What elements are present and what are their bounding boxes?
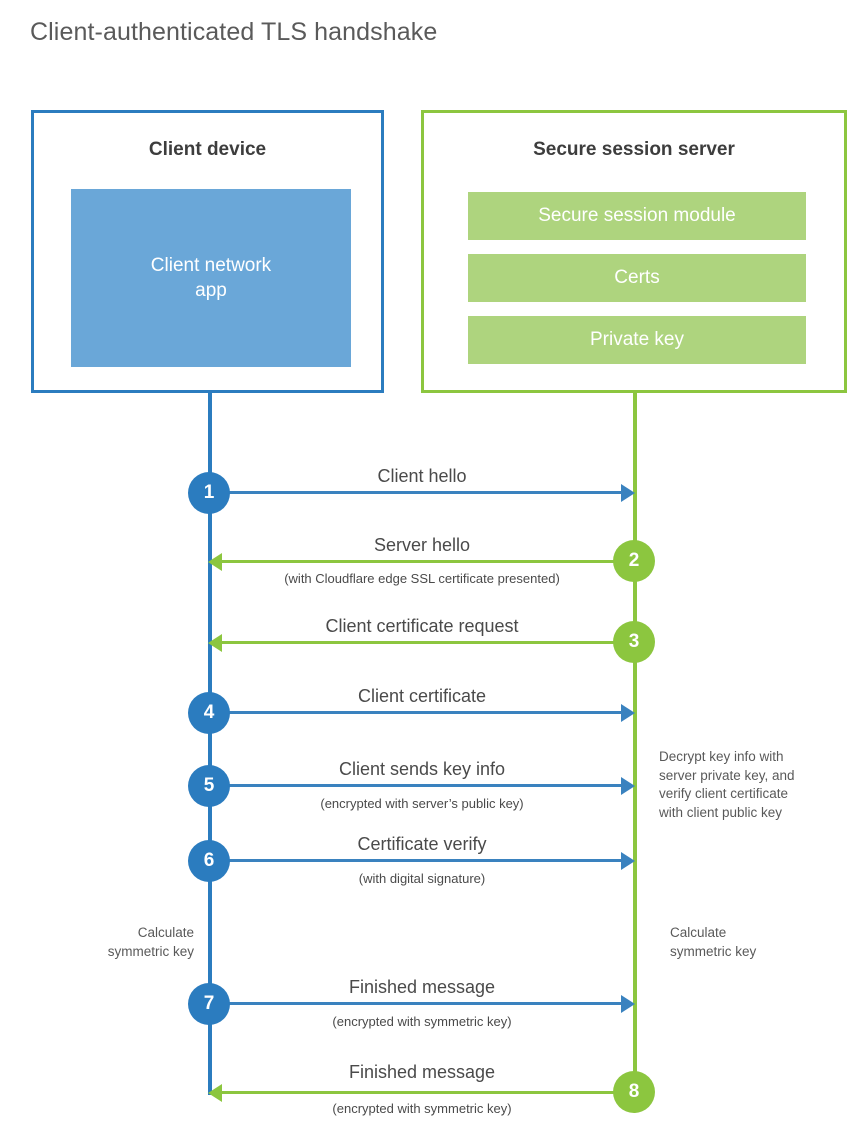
note-calc-right-line1: Calculate <box>670 925 727 940</box>
step-marker-8[interactable]: 8 <box>613 1071 655 1113</box>
client-app-label-line1: Client network <box>150 254 272 276</box>
server-component-private-key: Private key <box>468 316 806 364</box>
note-decrypt-line4: with client public key <box>659 804 783 820</box>
server-component-secure-session-module: Secure session module <box>468 192 806 240</box>
client-app-label-line2: app <box>195 280 227 301</box>
message-8-sublabel: (encrypted with symmetric key) <box>332 1101 512 1116</box>
message-5-sublabel: (encrypted with server’s public key) <box>320 796 524 811</box>
message-1-label: Client hello <box>377 466 467 486</box>
client-lifeline <box>208 391 212 1095</box>
message-7-label: Finished message <box>348 977 496 997</box>
note-calc-left-line2: symmetric key <box>107 943 194 959</box>
note-decrypt-key-info: Decrypt key info with server private key… <box>659 748 839 823</box>
message-3-label: Client certificate request <box>325 616 519 636</box>
client-network-app-block: Client network app <box>71 189 351 367</box>
message-2-sublabel: (with Cloudflare edge SSL certificate pr… <box>284 571 560 586</box>
note-calculate-symmetric-key-client: Calculate symmetric key <box>18 924 194 961</box>
step-marker-3[interactable]: 3 <box>613 621 655 663</box>
message-5-label: Client sends key info <box>338 759 506 779</box>
message-4-label: Client certificate <box>357 686 487 706</box>
step-marker-2[interactable]: 2 <box>613 540 655 582</box>
note-decrypt-line2: server private key, and <box>659 767 795 783</box>
message-7-sublabel: (encrypted with symmetric key) <box>332 1014 512 1029</box>
note-calc-left-line1: Calculate <box>137 925 194 940</box>
message-6-sublabel: (with digital signature) <box>358 871 486 886</box>
message-8-label: Finished message <box>348 1062 496 1082</box>
note-decrypt-line3: verify client certificate <box>659 786 789 802</box>
note-calculate-symmetric-key-server: Calculate symmetric key <box>670 924 850 961</box>
step-marker-7[interactable]: 7 <box>188 983 230 1025</box>
step-marker-6[interactable]: 6 <box>188 840 230 882</box>
message-6-label: Certificate verify <box>357 834 487 854</box>
server-lifeline <box>633 391 637 1093</box>
note-decrypt-line1: Decrypt key info with <box>659 749 784 764</box>
step-marker-1[interactable]: 1 <box>188 472 230 514</box>
message-2-label: Server hello <box>373 535 471 555</box>
note-calc-right-line2: symmetric key <box>670 943 757 959</box>
secure-session-server-box: Secure session server Secure session mod… <box>421 110 847 393</box>
client-device-title: Client device <box>148 139 267 160</box>
server-component-certs: Certs <box>468 254 806 302</box>
client-device-box: Client device Client network app <box>31 110 384 393</box>
secure-session-server-title: Secure session server <box>533 139 735 160</box>
page-title: Client-authenticated TLS handshake <box>30 18 438 46</box>
step-marker-5[interactable]: 5 <box>188 765 230 807</box>
step-marker-4[interactable]: 4 <box>188 692 230 734</box>
